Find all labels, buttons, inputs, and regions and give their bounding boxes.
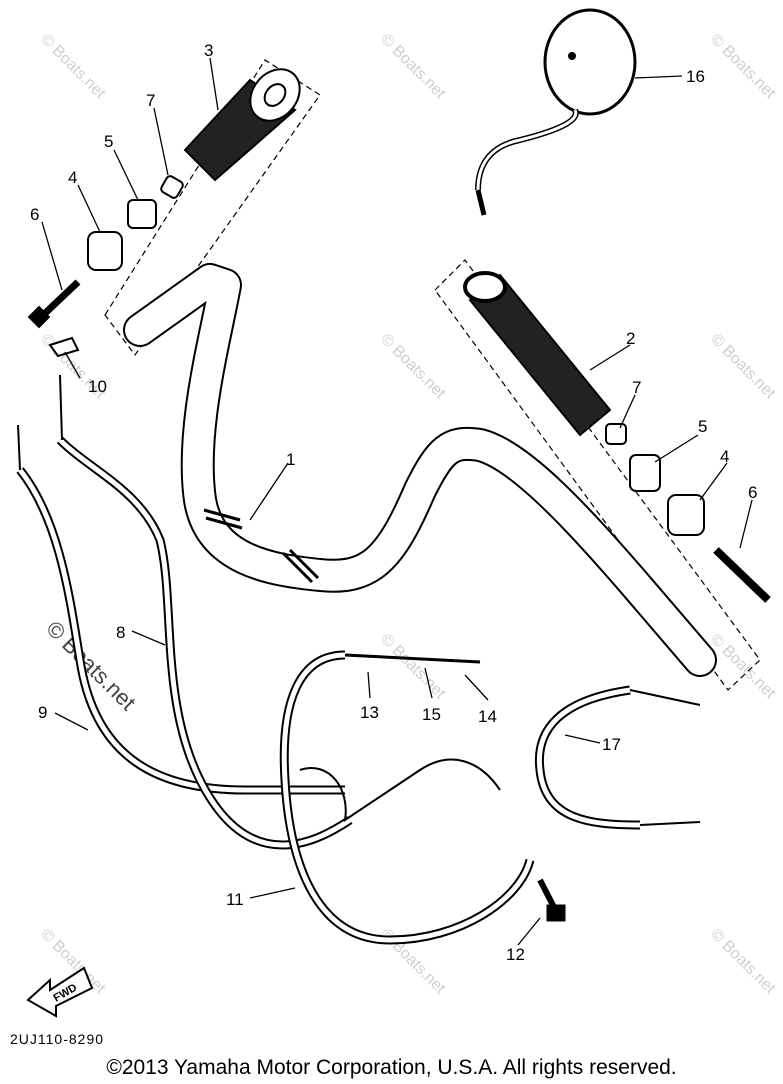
left-grip — [183, 68, 301, 182]
callouts: 1 2 3 4 4 5 5 6 6 7 7 8 9 10 11 12 13 14… — [30, 41, 757, 964]
right-grip-box — [434, 259, 761, 691]
callout-10: 10 — [88, 377, 107, 396]
part-code: 2UJ110-8290 — [10, 1031, 104, 1047]
callout-12: 12 — [506, 945, 525, 964]
callout-15: 15 — [422, 705, 441, 724]
callout-9: 9 — [38, 703, 47, 722]
left-end-parts — [27, 175, 184, 358]
cable-9 — [16, 424, 345, 795]
handlebar — [123, 263, 717, 677]
callout-8: 8 — [116, 623, 125, 642]
callout-7: 7 — [146, 91, 155, 110]
callout-11: 11 — [226, 890, 244, 909]
callout-1: 1 — [286, 450, 295, 469]
watermark: © Boats.net — [707, 631, 779, 703]
callout-16: 16 — [686, 67, 705, 86]
cable-17 — [534, 685, 701, 830]
callout-5: 5 — [104, 132, 113, 151]
callout-3: 3 — [204, 41, 213, 60]
callout-6: 6 — [748, 483, 757, 502]
fwd-arrow-icon: FWD — [26, 966, 94, 1018]
callout-13: 13 — [360, 703, 379, 722]
watermark: © Boats.net — [377, 331, 449, 403]
cable-11 — [279, 650, 535, 945]
callout-17: 17 — [602, 735, 621, 754]
right-grip — [463, 271, 612, 437]
watermark: © Boats.net — [707, 926, 779, 998]
callout-4: 4 — [68, 168, 77, 187]
watermark: © Boats.net — [37, 31, 109, 103]
cable-8 — [56, 374, 353, 850]
leader-lines — [41, 57, 753, 946]
watermark: © Boats.net — [707, 331, 779, 403]
callout-2: 2 — [626, 329, 635, 348]
right-end-parts — [605, 423, 771, 603]
watermark: © Boats.net — [377, 631, 449, 703]
watermark: © Boats.net — [377, 31, 449, 103]
callout-6: 6 — [30, 205, 39, 224]
mirror — [475, 8, 637, 216]
copyright-notice: ©2013 Yamaha Motor Corporation, U.S.A. A… — [106, 1056, 677, 1079]
callout-4: 4 — [720, 447, 729, 466]
callout-7: 7 — [632, 378, 641, 397]
watermark: © Boats.net — [707, 31, 779, 103]
callout-14: 14 — [478, 707, 497, 726]
bolt-12 — [537, 878, 566, 922]
callout-5: 5 — [698, 417, 707, 436]
